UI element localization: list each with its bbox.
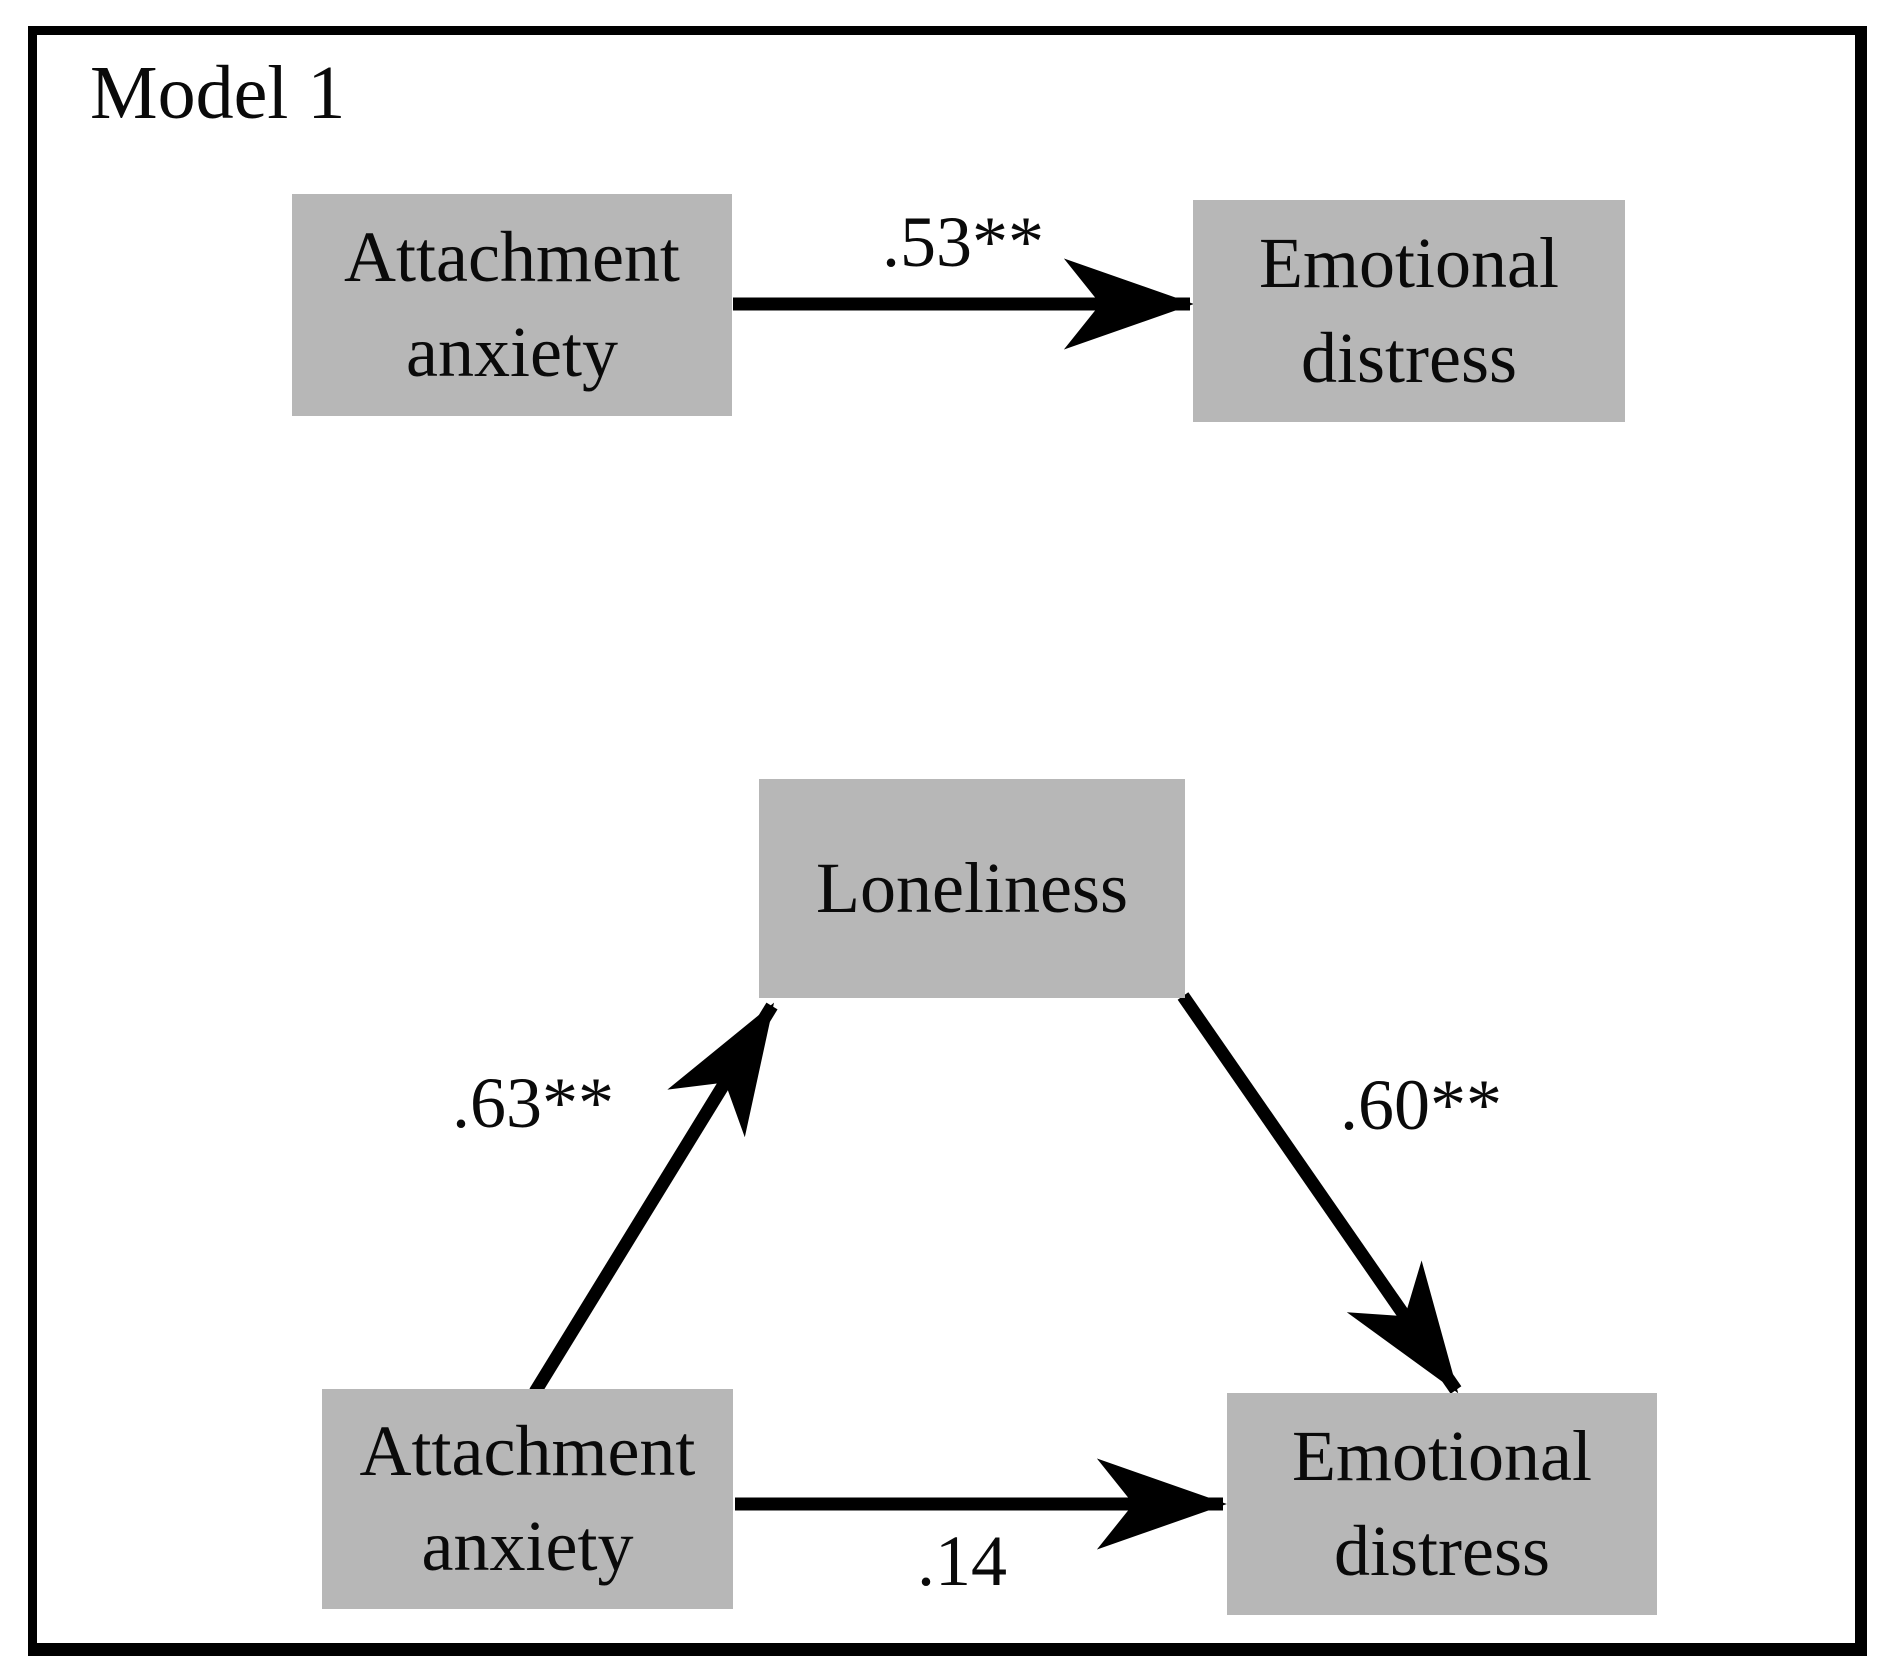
coefficient-c-path: .14	[917, 1521, 1007, 1601]
node-attachment-anxiety-top: Attachment anxiety	[292, 194, 732, 416]
figure-frame	[28, 26, 1867, 1656]
node-emotional-distress-top: Emotional distress	[1193, 200, 1625, 422]
figure-title: Model 1	[90, 51, 346, 135]
node-loneliness-mediator: Loneliness	[759, 779, 1185, 998]
a-path-arrow	[529, 1002, 778, 1396]
coefficient-a-path: .63**	[452, 1063, 614, 1143]
node-attachment-anxiety-bottom: Attachment anxiety	[322, 1389, 733, 1609]
node-emotional-distress-bottom: Emotional distress	[1227, 1393, 1657, 1615]
coefficient-direct-path: .53**	[882, 202, 1044, 282]
coefficient-b-path: .60**	[1340, 1065, 1502, 1145]
b-path-arrow	[1177, 992, 1462, 1394]
